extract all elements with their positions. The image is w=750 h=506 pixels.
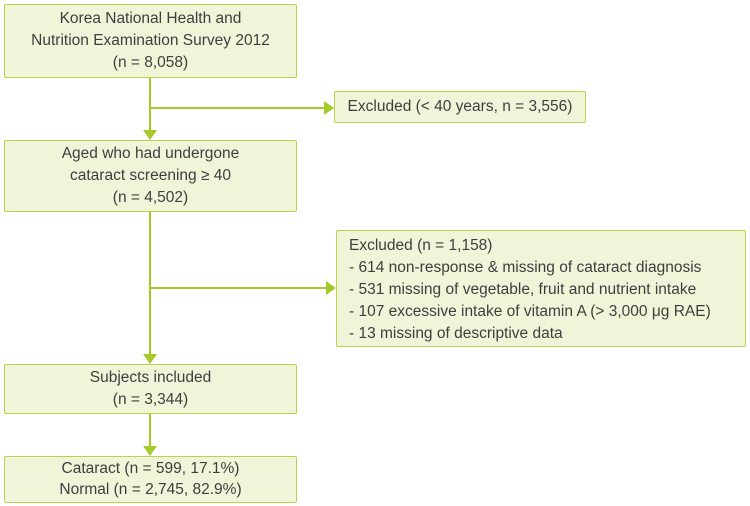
arrowhead-down-icon — [143, 130, 157, 140]
flow-box-excluded-other: Excluded (n = 1,158) - 614 non-response … — [336, 230, 746, 347]
connector-included-to-outcome — [149, 414, 151, 446]
flow-box-excluded-other-line: - 107 excessive intake of vitamin A (> 3… — [349, 303, 711, 320]
flow-box-excluded-other-line: - 13 missing of descriptive data — [349, 325, 563, 342]
connector-screened-to-included — [149, 212, 151, 355]
flow-box-excluded-age-line: Excluded (< 40 years, n = 3,556) — [347, 98, 573, 115]
arrowhead-down-icon — [143, 446, 157, 456]
flow-box-outcome-line: Normal (n = 2,745, 82.9%) — [59, 481, 242, 498]
flow-box-survey-line: Nutrition Examination Survey 2012 — [31, 32, 270, 49]
flow-box-excluded-other-line: - 614 non-response & missing of cataract… — [349, 259, 702, 276]
flow-box-screened: Aged who had undergone cataract screenin… — [4, 140, 297, 212]
connector-branch-excluded-other — [150, 287, 328, 289]
arrowhead-down-icon — [143, 354, 157, 364]
connector-branch-excluded-age — [150, 107, 326, 109]
flow-box-outcome: Cataract (n = 599, 17.1%) Normal (n = 2,… — [4, 456, 297, 503]
flow-box-included-line: (n = 3,344) — [112, 391, 189, 408]
flow-box-screened-line: (n = 4,502) — [112, 189, 189, 206]
flow-box-included: Subjects included (n = 3,344) — [4, 364, 297, 414]
flow-box-excluded-other-line: Excluded (n = 1,158) — [349, 237, 493, 254]
arrowhead-right-icon — [324, 101, 334, 115]
flow-box-screened-line: Aged who had undergone — [61, 145, 240, 162]
arrowhead-right-icon — [326, 281, 336, 295]
flow-box-excluded-age: Excluded (< 40 years, n = 3,556) — [334, 91, 586, 123]
connector-survey-to-screened — [149, 78, 151, 131]
flow-box-survey-line: (n = 8,058) — [112, 54, 189, 71]
flow-box-excluded-other-line: - 531 missing of vegetable, fruit and nu… — [349, 281, 697, 298]
flow-box-outcome-line: Cataract (n = 599, 17.1%) — [61, 460, 240, 477]
flow-box-screened-line: cataract screening ≥ 40 — [69, 167, 231, 184]
flow-box-survey-line: Korea National Health and — [59, 10, 242, 27]
flow-box-included-line: Subjects included — [89, 369, 212, 386]
flow-box-survey: Korea National Health and Nutrition Exam… — [4, 4, 297, 78]
